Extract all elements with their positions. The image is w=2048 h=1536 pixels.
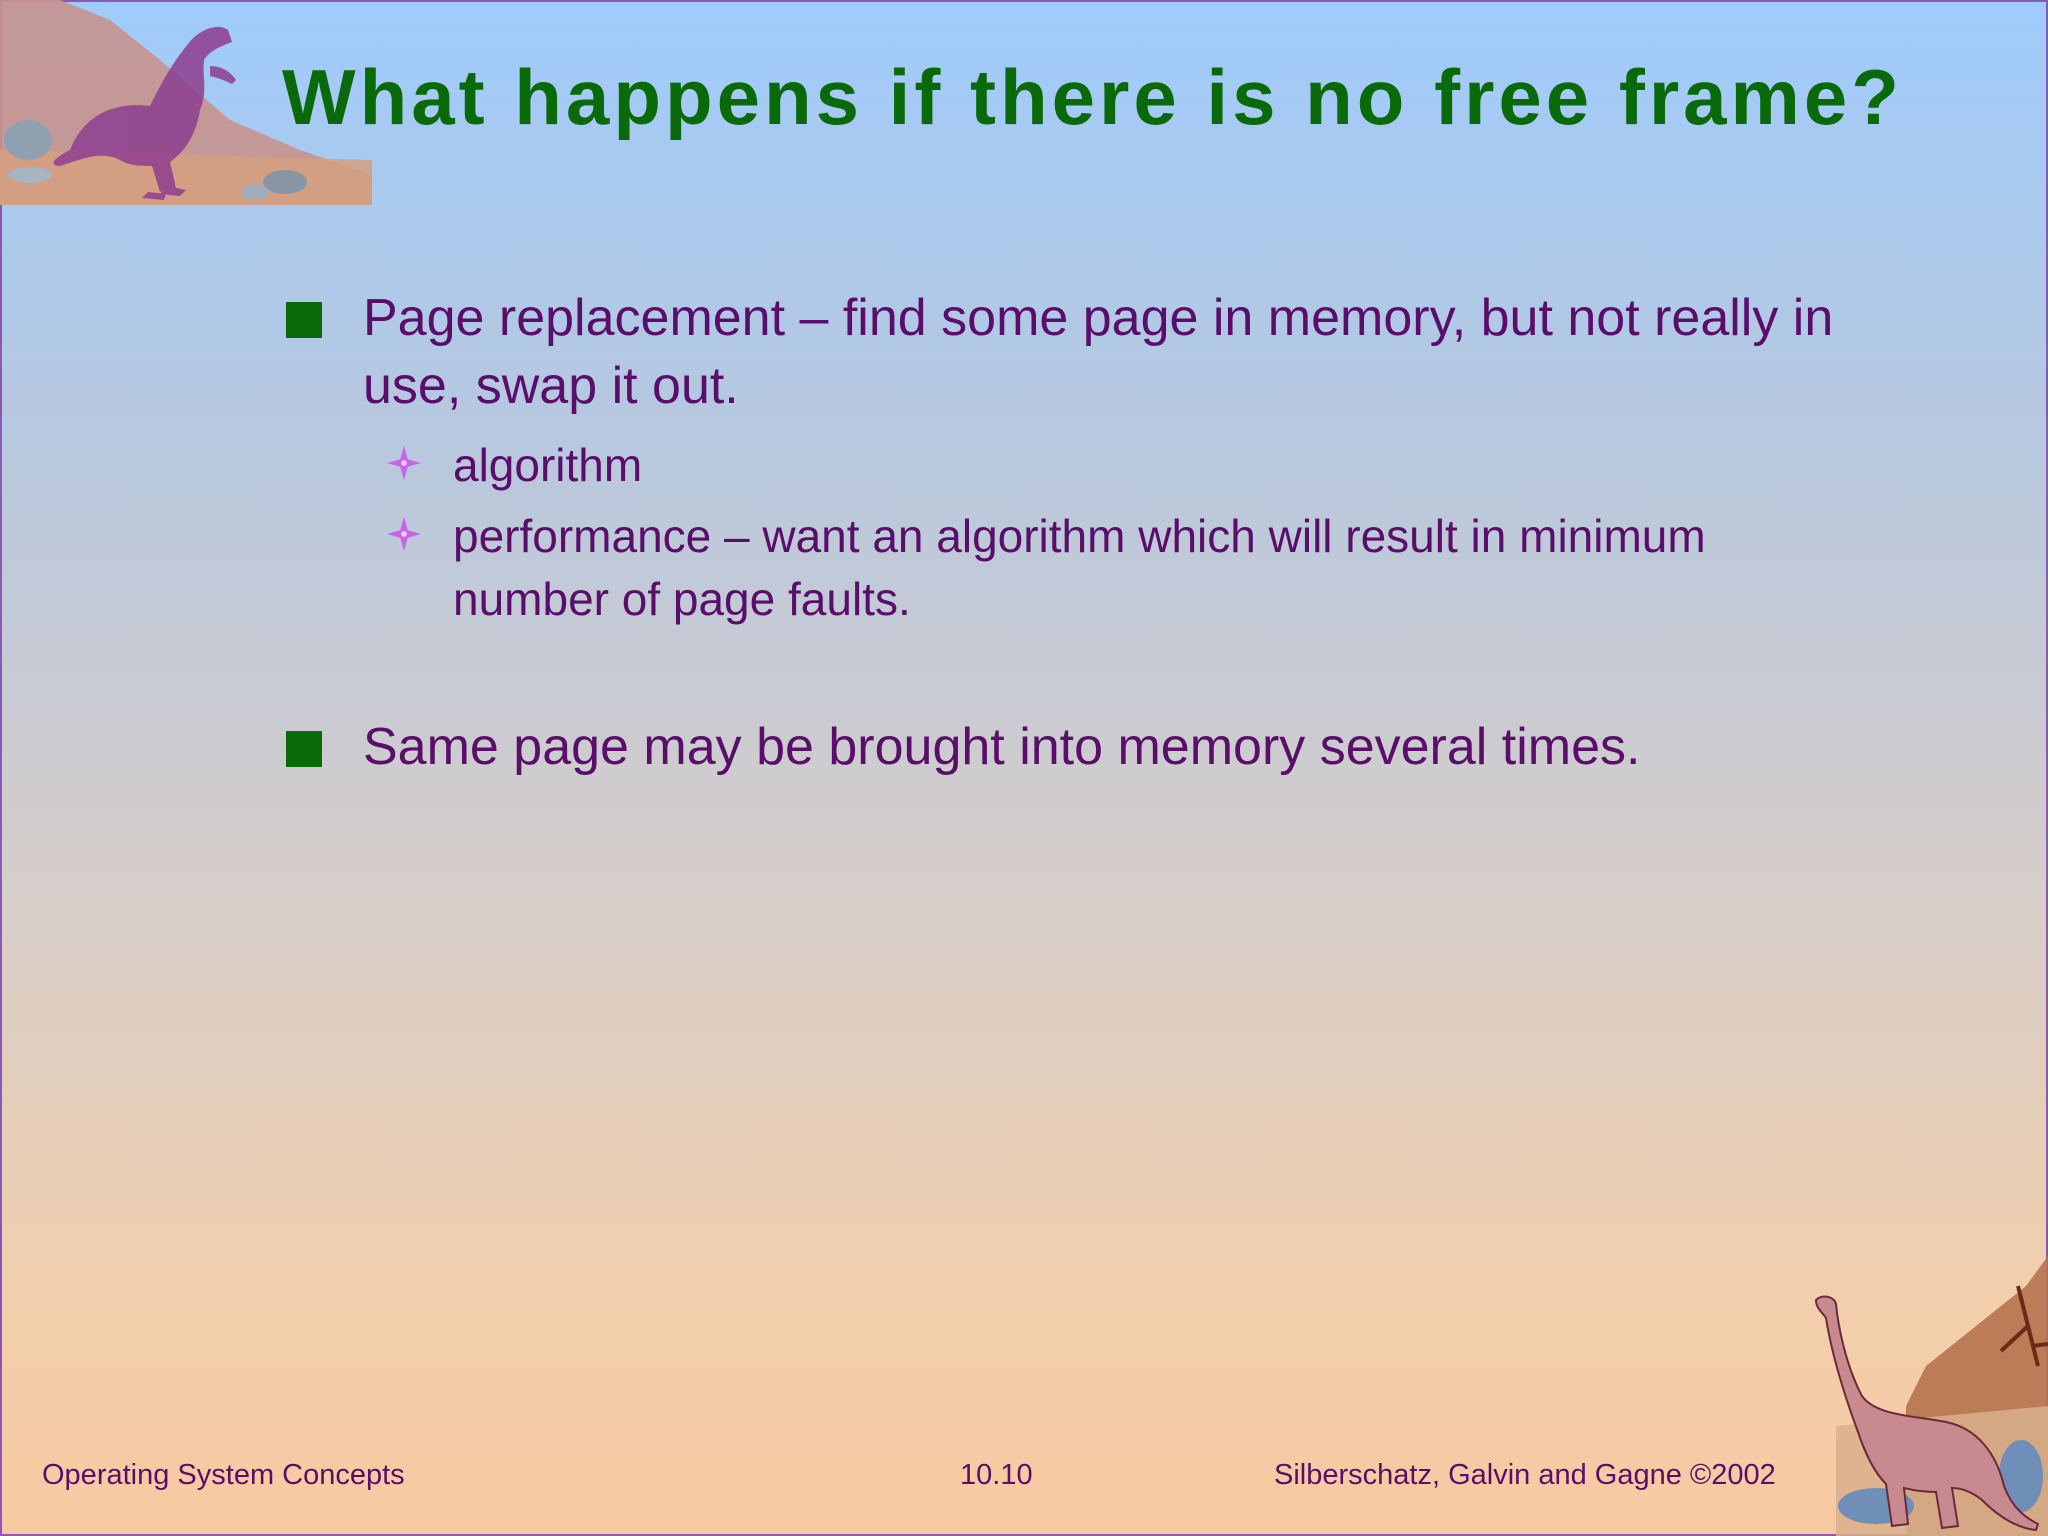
sub-bullet-text: algorithm	[453, 439, 643, 491]
sub-bullet-text: performance – want an algorithm which wi…	[453, 510, 1706, 625]
slide-title: What happens if there is no free frame?	[282, 53, 1903, 141]
sub-bullet-item: algorithm	[386, 434, 1846, 497]
green-square-bullet-icon	[286, 731, 322, 767]
bullet-text: Page replacement – find some page in mem…	[363, 289, 1834, 415]
sub-bullet-item: performance – want an algorithm which wi…	[386, 505, 1846, 631]
purple-star-bullet-icon	[386, 516, 422, 552]
t-rex-illustration	[0, 0, 372, 205]
bullet-item: Same page may be brought into memory sev…	[286, 713, 1846, 781]
bullet-item: Page replacement – find some page in mem…	[286, 284, 1846, 420]
bullet-text: Same page may be brought into memory sev…	[363, 718, 1641, 776]
brontosaurus-illustration	[1814, 1256, 2048, 1536]
purple-star-bullet-icon	[386, 445, 422, 481]
footer-copyright: Silberschatz, Galvin and Gagne ©2002	[1274, 1459, 1776, 1491]
green-square-bullet-icon	[286, 302, 322, 338]
slide-content: Page replacement – find some page in mem…	[286, 284, 1846, 781]
footer-course-title: Operating System Concepts	[42, 1459, 405, 1491]
footer-slide-number: 10.10	[960, 1459, 1033, 1491]
